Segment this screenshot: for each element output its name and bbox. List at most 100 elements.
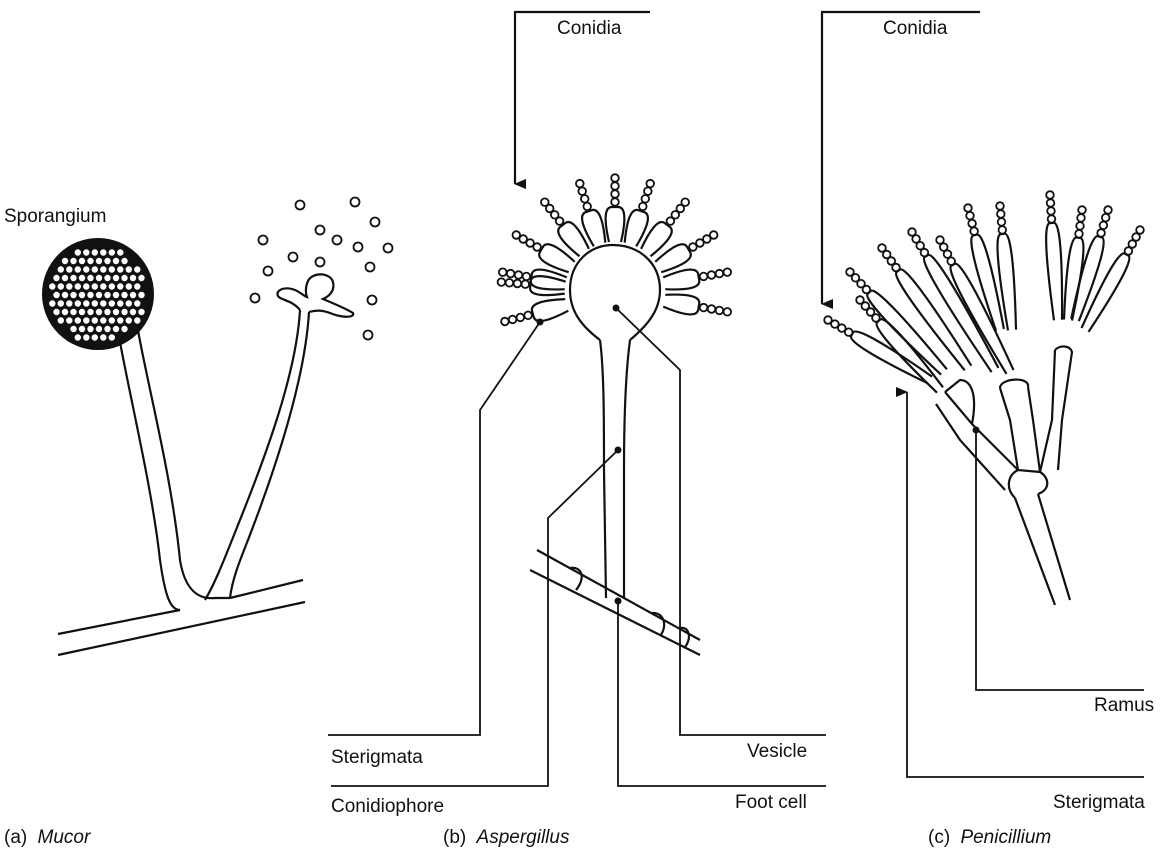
spore [264, 267, 273, 276]
label-foot-cell: Foot cell [735, 792, 807, 813]
sporangiospore [87, 292, 93, 298]
sporangiospore [100, 283, 106, 289]
sporangiospore [96, 309, 102, 315]
sporangiospore [62, 275, 68, 281]
sporangiospore [62, 258, 68, 264]
conidium [507, 270, 515, 278]
sporangiospore [117, 300, 123, 306]
sporangiospore [62, 309, 68, 315]
conidia-arrow-c [822, 12, 980, 304]
sporangiospore [58, 300, 64, 306]
conidium [878, 244, 886, 252]
caption-c-genus: Penicillium [960, 827, 1051, 848]
sporangiospore [138, 309, 144, 315]
spore [351, 198, 360, 207]
sporangiospore [121, 275, 127, 281]
conidium [824, 316, 832, 324]
penicillium-conidiophore [1015, 494, 1070, 605]
sporangiospore [87, 258, 93, 264]
sporangiospore [126, 317, 132, 323]
spore [316, 226, 325, 235]
sporangiospore [49, 283, 55, 289]
sporangiospore [121, 309, 127, 315]
sporangiospore [134, 317, 140, 323]
conidium [644, 187, 652, 195]
sporangiospore [130, 292, 136, 298]
sporangiospore [58, 283, 64, 289]
conidium [998, 218, 1006, 226]
sporangiospore [104, 309, 110, 315]
sporangiospore [130, 309, 136, 315]
conidium [523, 273, 531, 281]
aspergillus-sterigmata [498, 174, 731, 325]
conidium [1077, 214, 1085, 222]
sporangiospore [83, 317, 89, 323]
conidium [999, 226, 1007, 234]
conidium [700, 273, 708, 281]
sporangiospore [87, 326, 93, 332]
conidium [908, 228, 916, 236]
leader-ramus [976, 430, 1144, 690]
sporangiospore [96, 326, 102, 332]
spore [259, 236, 268, 245]
spore [289, 253, 298, 262]
sporangiospore [53, 309, 59, 315]
conidium [611, 198, 619, 206]
label-conidiophore: Conidiophore [331, 796, 444, 817]
spore [368, 296, 377, 305]
sporangiospore [96, 275, 102, 281]
sterigma [663, 270, 699, 290]
mucor-hypha [58, 580, 305, 655]
sporangiospore [70, 326, 76, 332]
sporangiospore [79, 258, 85, 264]
conidium [970, 227, 978, 235]
mucor-columella [277, 274, 353, 316]
caption-b: (b) Aspergillus [443, 827, 570, 848]
conidium [1047, 199, 1055, 207]
conidium [1048, 215, 1056, 223]
conidium [996, 202, 1004, 210]
mucor-sporangiophore-right [205, 310, 309, 600]
leader-vesicle [616, 308, 826, 735]
sporangiospore [138, 275, 144, 281]
conidiophore [600, 340, 630, 598]
conidium [966, 212, 974, 220]
sporangiospore [121, 292, 127, 298]
sporangiospore [62, 292, 68, 298]
sporangiospore [75, 249, 81, 255]
conidium [524, 312, 532, 320]
conidium [1100, 222, 1108, 230]
conidium [642, 195, 650, 203]
conidium [578, 187, 586, 195]
label-conidia-c: Conidia [883, 18, 948, 39]
conidium [509, 316, 517, 324]
sporangiospore [138, 292, 144, 298]
sporangiospore [100, 300, 106, 306]
conidium [639, 203, 647, 211]
sporangiospore [109, 249, 115, 255]
conidium [1102, 214, 1110, 222]
sporangiospore [83, 249, 89, 255]
label-sterigmata-c: Sterigmata [1053, 792, 1145, 813]
sterigma [530, 276, 566, 295]
sporangiospore [79, 275, 85, 281]
conidium [1076, 222, 1084, 230]
sporangiospore [104, 275, 110, 281]
vesicle [570, 245, 660, 340]
caption-a: (a) Mucor [4, 827, 91, 848]
sporangiospore [75, 300, 81, 306]
sporangiospore [113, 326, 119, 332]
leader-dot [615, 447, 622, 454]
sporangiospore [109, 317, 115, 323]
sporangiospore [79, 326, 85, 332]
sporangiospore [96, 258, 102, 264]
conidium [646, 180, 654, 188]
conidium [1047, 207, 1055, 215]
sterigma [606, 207, 625, 242]
leader-dot [613, 305, 620, 312]
sporangiospore [66, 266, 72, 272]
sterigma [896, 269, 971, 370]
sporangiospore [134, 300, 140, 306]
released-spores [251, 198, 393, 340]
conidium [583, 203, 591, 211]
